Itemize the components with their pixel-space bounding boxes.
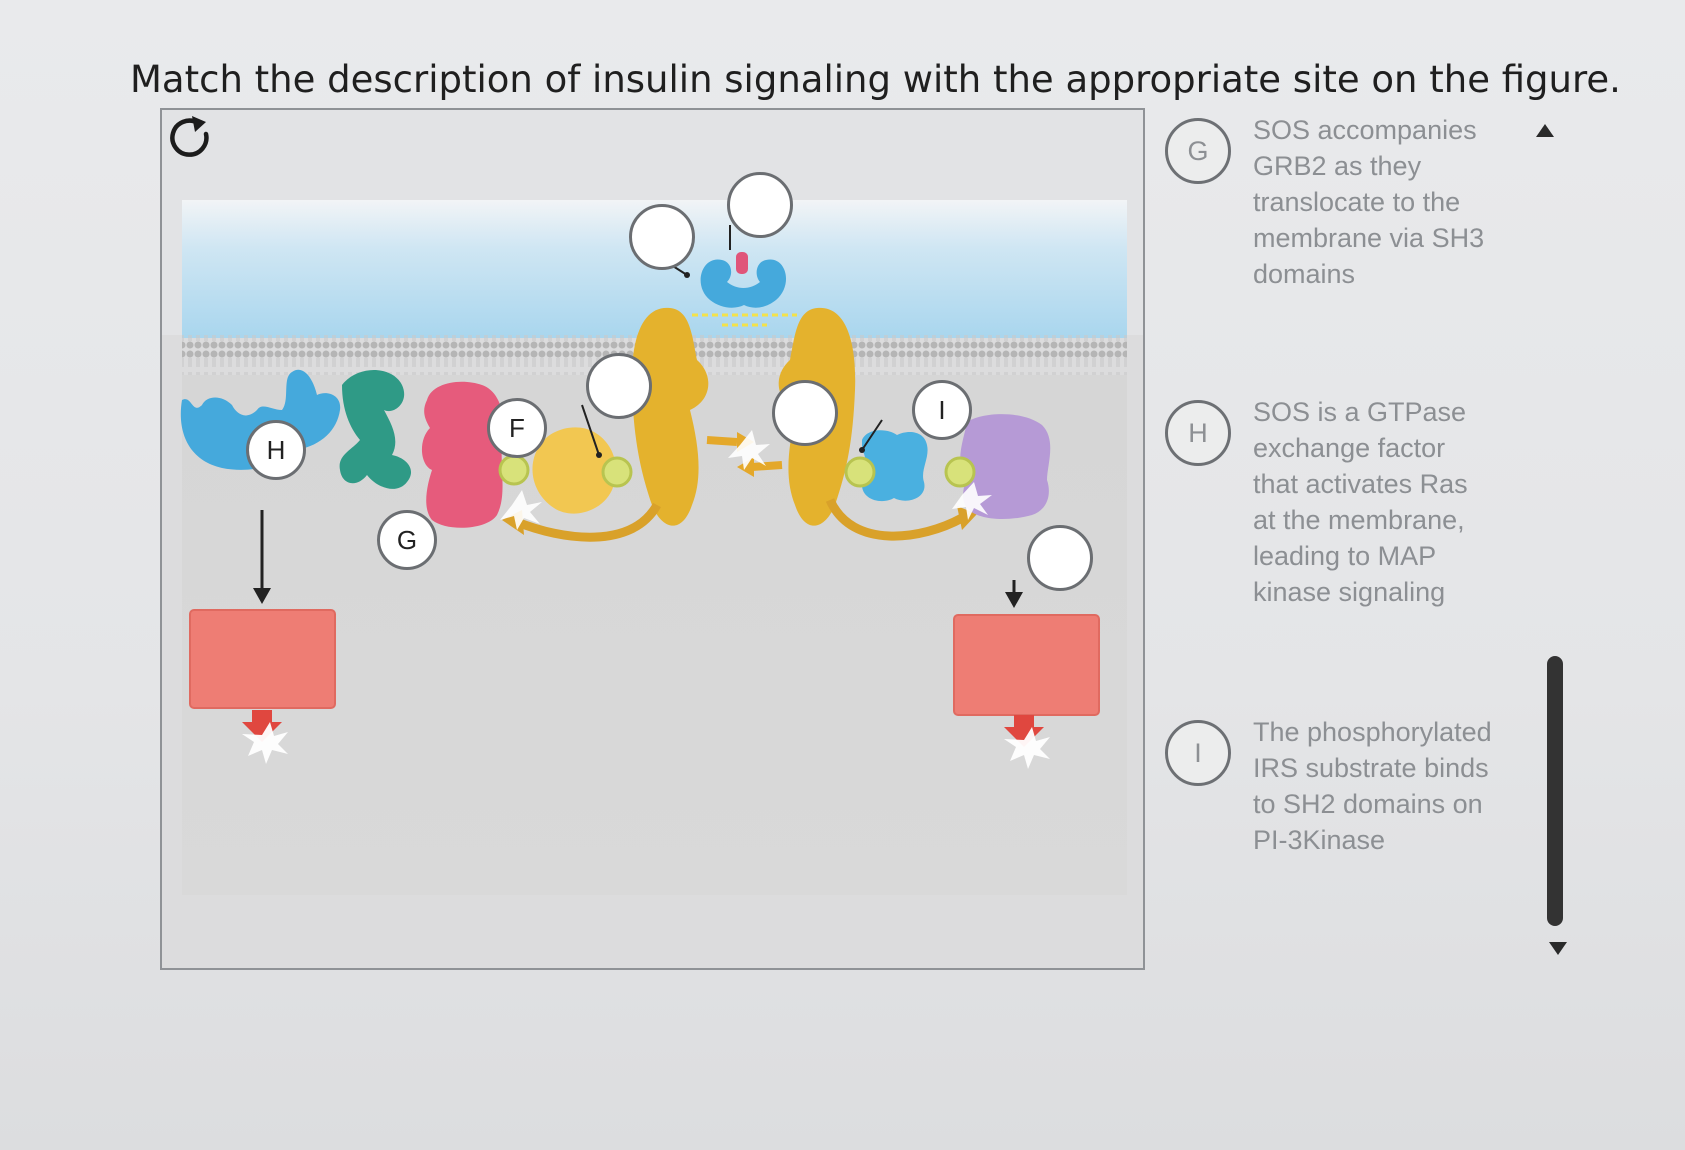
- drop-target-5[interactable]: [1027, 525, 1093, 591]
- pi3k-regulatory: [861, 430, 928, 502]
- insulin-molecule: [700, 259, 787, 308]
- sos-protein: [421, 381, 504, 528]
- signaling-figure: H G F I: [160, 108, 1145, 970]
- answer-text-h: SOS is a GTPase exchange factor that act…: [1253, 397, 1468, 607]
- triangle-up-icon[interactable]: [1536, 124, 1554, 137]
- answer-badge-i[interactable]: I: [1165, 720, 1231, 786]
- drop-target-1[interactable]: [629, 204, 695, 270]
- drop-target-3[interactable]: [586, 353, 652, 419]
- triangle-down-icon[interactable]: [1549, 942, 1567, 955]
- question-text: Match the description of insulin signali…: [130, 58, 1621, 101]
- grb2-protein: [339, 370, 412, 489]
- phosphate-groups: [498, 454, 976, 488]
- drop-target-2[interactable]: [727, 172, 793, 238]
- answer-text-g: SOS accompanies GRB2 as they translocate…: [1253, 115, 1485, 289]
- answer-badge-g[interactable]: G: [1165, 118, 1231, 184]
- answer-badge-h[interactable]: H: [1165, 400, 1231, 466]
- reset-icon[interactable]: [162, 110, 218, 166]
- figure-label-h: H: [246, 420, 306, 480]
- effector-box-right: [953, 614, 1100, 716]
- effector-box-left: [189, 609, 336, 709]
- pi3k-catalytic: [960, 414, 1051, 520]
- ras-protein: [532, 427, 616, 514]
- answer-text-i: The phosphorylated IRS substrate binds t…: [1253, 717, 1492, 855]
- scrollbar-thumb[interactable]: [1547, 656, 1563, 926]
- figure-label-i: I: [912, 380, 972, 440]
- figure-label-f: F: [487, 398, 547, 458]
- drop-target-4[interactable]: [772, 380, 838, 446]
- figure-label-g: G: [377, 510, 437, 570]
- insulin-receptor-left: [631, 307, 709, 526]
